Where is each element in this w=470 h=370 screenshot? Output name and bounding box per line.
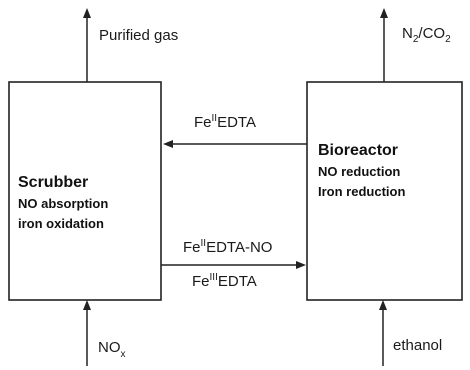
feiii-edta-label: FeIIIEDTA (192, 272, 257, 290)
bioreactor-line-1: NO reduction (318, 164, 400, 179)
ethanol-arrowhead (379, 300, 387, 310)
scrubber-line-1: NO absorption (18, 196, 108, 211)
n2-co2-arrowhead (380, 8, 388, 18)
ethanol-label: ethanol (393, 337, 442, 354)
scrubber-box (8, 81, 162, 301)
feii-edta-no-arrowhead (296, 261, 306, 269)
purified-gas-arrowhead (83, 8, 91, 18)
nox-label: NOx (98, 339, 126, 360)
bioreactor-title: Bioreactor (318, 142, 398, 159)
nox-arrowhead (83, 300, 91, 310)
bioreactor-line-2: Iron reduction (318, 184, 405, 199)
bioreactor-box (306, 81, 463, 301)
scrubber-line-2: iron oxidation (18, 216, 104, 231)
scrubber-title: Scrubber (18, 174, 88, 191)
feii-edta-return-arrowhead (163, 140, 173, 148)
n2-co2-label: N2/CO2 (402, 25, 451, 45)
feii-edta-return-label: FeIIEDTA (194, 113, 256, 131)
feii-edta-no-label: FeIIEDTA-NO (183, 238, 272, 256)
purified-gas-label: Purified gas (99, 27, 178, 44)
